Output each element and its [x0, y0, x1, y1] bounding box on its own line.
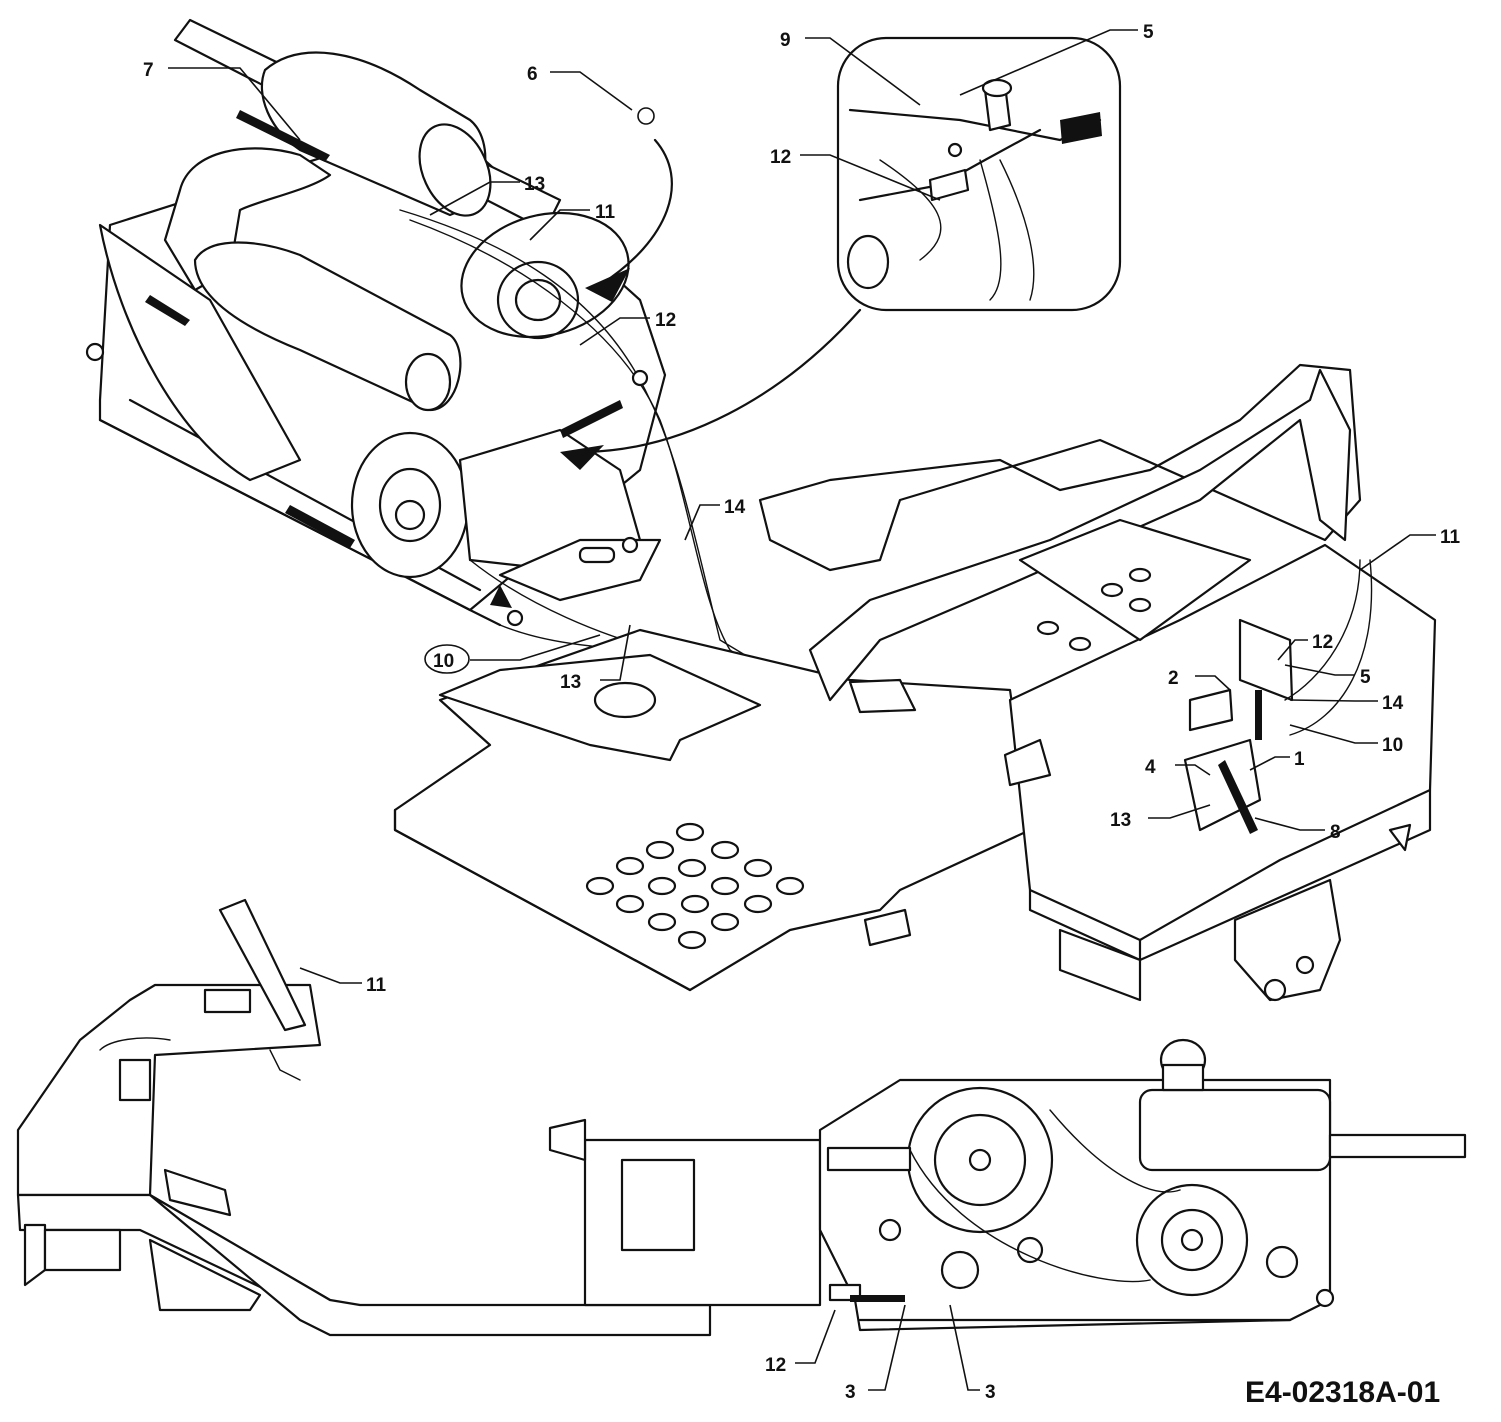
engine-assembly — [85, 18, 862, 706]
callout-14: 14 — [724, 497, 746, 518]
callout-12: 12 — [765, 1355, 786, 1376]
callout-3: 3 — [845, 1382, 856, 1403]
callout-9: 9 — [780, 30, 791, 51]
callout-5: 5 — [1143, 22, 1154, 43]
callout-10: 10 — [433, 651, 454, 672]
callout-5: 5 — [1360, 667, 1371, 688]
callout-4: 4 — [1145, 757, 1156, 778]
callout-11: 11 — [366, 975, 387, 996]
callout-labels: 7 6 13 11 12 9 5 12 14 10 13 11 12 5 2 1… — [143, 22, 1461, 1409]
callout-2: 2 — [1168, 668, 1179, 689]
callout-12: 12 — [1312, 632, 1333, 653]
callout-13: 13 — [524, 174, 545, 195]
callout-3: 3 — [985, 1382, 996, 1403]
leader-lines — [168, 29, 1436, 1391]
callout-14: 14 — [1382, 693, 1404, 714]
callout-13: 13 — [560, 672, 581, 693]
callout-12: 12 — [655, 310, 676, 331]
drawing-code: E4-02318A-01 — [1245, 1376, 1440, 1409]
chassis-frame — [393, 363, 1437, 1002]
callout-8: 8 — [1330, 822, 1341, 843]
callout-10-ring — [424, 644, 470, 674]
callout-13: 13 — [1110, 810, 1131, 831]
callout-1: 1 — [1294, 749, 1305, 770]
callout-7: 7 — [143, 60, 154, 81]
callout-11: 11 — [595, 202, 616, 223]
callout-6: 6 — [527, 64, 538, 85]
detail-inset — [836, 36, 1122, 312]
callout-10: 10 — [1382, 735, 1403, 756]
callout-11: 11 — [1440, 527, 1461, 548]
side-view-assembly — [16, 898, 1467, 1337]
callout-12: 12 — [770, 147, 791, 168]
